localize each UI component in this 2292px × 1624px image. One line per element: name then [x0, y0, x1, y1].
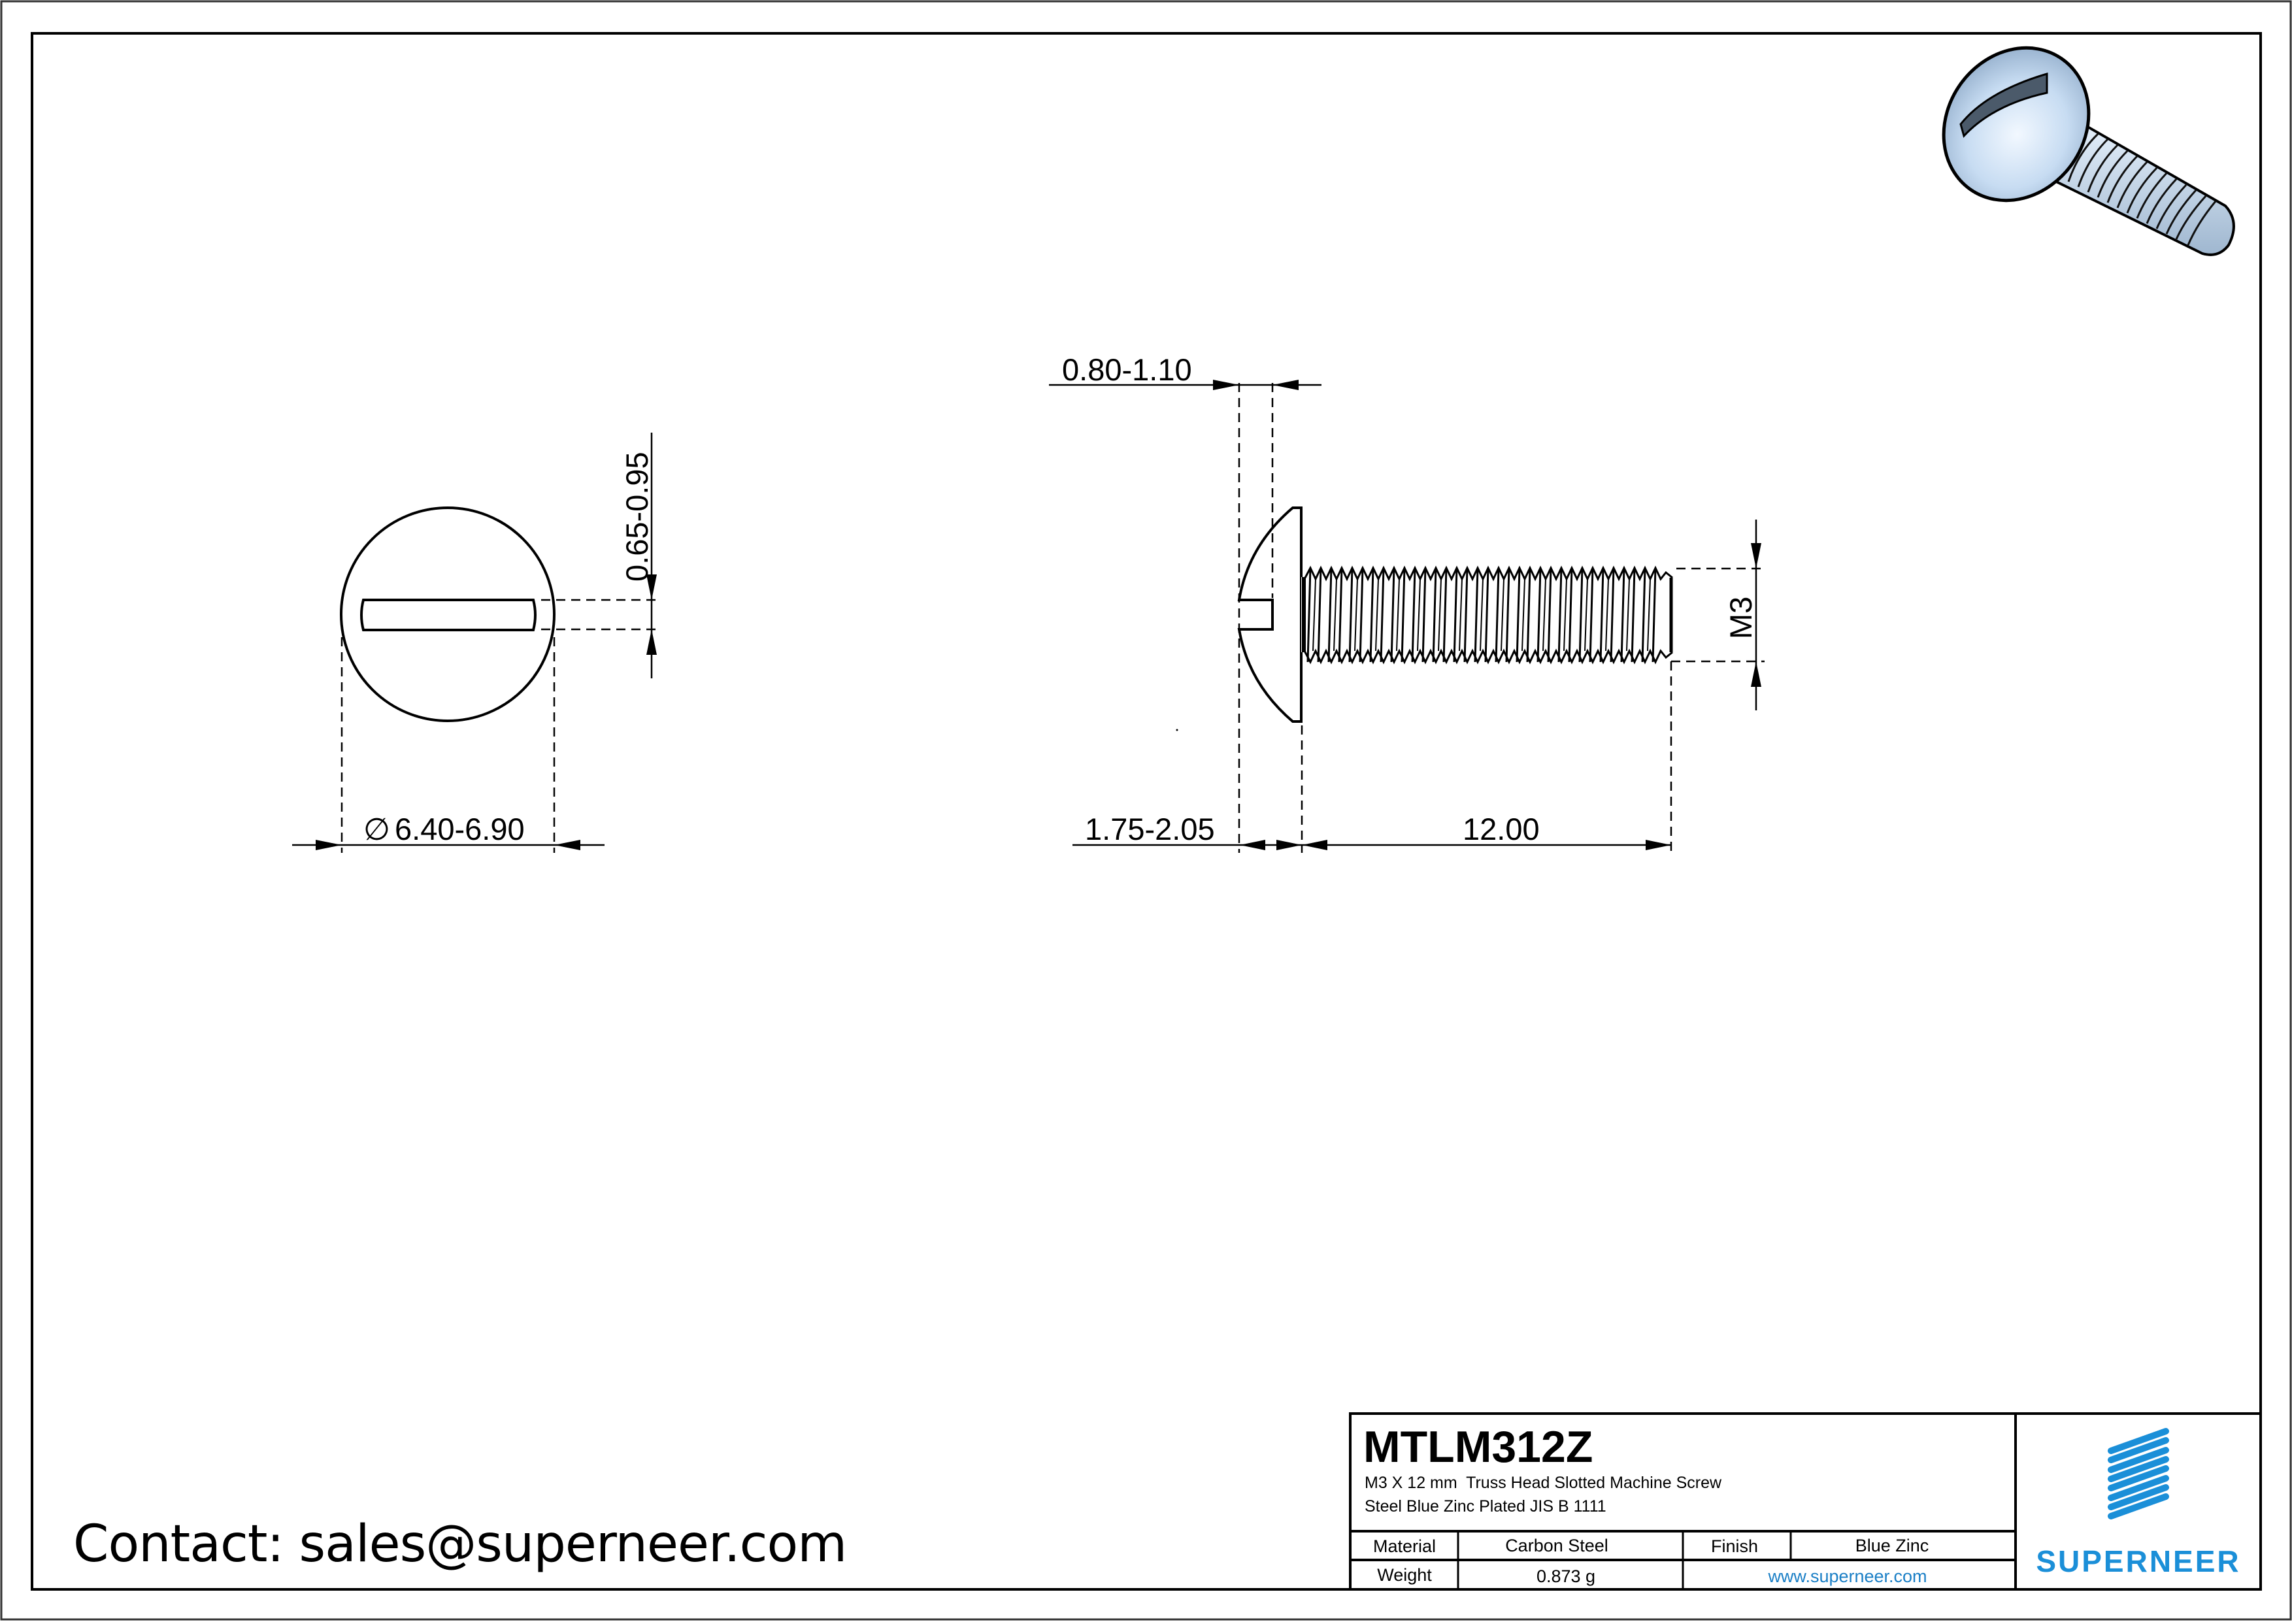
- head-profile: [1237, 506, 1303, 723]
- length-dim: 12.00: [1463, 812, 1540, 846]
- slot-outline: [360, 599, 537, 631]
- weight-value: 0.873 g: [1536, 1566, 1595, 1586]
- head-diameter-dim: 6.40-6.90: [395, 812, 525, 846]
- thread-size-dim: M3: [1723, 597, 1758, 639]
- slot-depth-dim: 0.80-1.10: [1062, 352, 1192, 387]
- finish-label: Finish: [1711, 1536, 1758, 1556]
- side-view: 0.80-1.10 1.75-2.05 12.00 M3: [1049, 352, 1765, 853]
- 3d-screw-render-icon: [1942, 46, 2235, 256]
- contact-text: Contact: sales@superneer.com: [73, 1515, 847, 1574]
- material-label: Material: [1373, 1536, 1436, 1556]
- slot-width-dim: 0.65-0.95: [620, 452, 654, 582]
- front-view: ∅ 6.40-6.90 0.65-0.95: [292, 433, 660, 853]
- logo-wordmark: SUPERNEER: [2036, 1544, 2240, 1578]
- description-line-1: M3 X 12 mm Truss Head Slotted Machine Sc…: [1365, 1474, 1722, 1492]
- material-value: Carbon Steel: [1505, 1536, 1608, 1555]
- website-link[interactable]: www.superneer.com: [1767, 1566, 1927, 1586]
- diameter-symbol: ∅: [363, 812, 390, 846]
- part-number: MTLM312Z: [1363, 1422, 1593, 1472]
- superneer-logo-icon: [2108, 1428, 2169, 1519]
- head-height-dim: 1.75-2.05: [1085, 812, 1215, 846]
- title-block: MTLM312Z M3 X 12 mm Truss Head Slotted M…: [1349, 1412, 2262, 1591]
- thread-body: [1301, 565, 1673, 665]
- head-outline: [340, 506, 556, 722]
- finish-value: Blue Zinc: [1855, 1536, 1929, 1555]
- description-line-2: Steel Blue Zinc Plated JIS B 1111: [1365, 1497, 1606, 1516]
- weight-label: Weight: [1377, 1565, 1432, 1585]
